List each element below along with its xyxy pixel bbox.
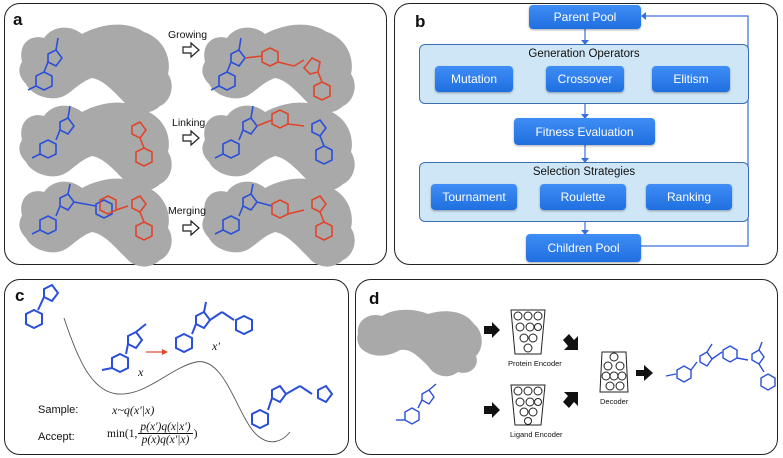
fragment	[311, 118, 333, 165]
ligand-molecule	[31, 105, 75, 159]
merged-fragment	[271, 194, 333, 241]
decoder-network	[599, 351, 629, 393]
accept-numerator: p(x')q(x|x')	[138, 421, 193, 434]
decoder-label: Decoder	[600, 397, 629, 406]
pocket-blob	[202, 178, 355, 267]
fitness-evaluation-box: Fitness Evaluation	[514, 118, 655, 145]
right-arrow-icon	[484, 402, 500, 418]
molecule-x	[101, 323, 147, 374]
step-label: Merging	[168, 205, 206, 217]
grown-fragment	[244, 47, 331, 101]
ligand-molecule	[31, 183, 113, 235]
energy-curve	[63, 317, 291, 443]
panel-b-letter: b	[415, 12, 426, 31]
protein-encoder-network	[510, 309, 546, 355]
right-arrow-icon	[182, 129, 200, 147]
right-arrow-icon	[182, 41, 200, 59]
accept-fraction: p(x')q(x|x') p(x)q(x'|x)	[138, 421, 193, 446]
output-molecule	[665, 341, 776, 391]
step-label: Linking	[172, 117, 205, 129]
right-arrow-icon	[146, 349, 168, 355]
x-label: x	[138, 365, 144, 379]
selection-strategies-title: Selection Strategies	[532, 166, 636, 178]
right-arrow-icon	[484, 322, 500, 338]
down-right-arrow-icon	[563, 334, 578, 350]
ligand-molecule	[210, 37, 246, 91]
sample-label: Sample:	[38, 404, 79, 416]
protein-pocket	[357, 309, 482, 377]
protein-encoder-label: Protein Encoder	[508, 359, 562, 368]
accept-label: Accept:	[38, 431, 75, 443]
tournament-box: Tournament	[431, 184, 517, 210]
ligand-encoder-label: Ligand Encoder	[510, 430, 563, 439]
panel-c-letter: c	[15, 286, 25, 305]
generation-operators-title: Generation Operators	[528, 48, 640, 60]
panel-a-letter: a	[13, 10, 23, 29]
panel-d-letter: d	[369, 289, 380, 308]
molecule-end	[251, 384, 334, 430]
pocket-blob	[202, 102, 355, 191]
ligand-molecule	[214, 183, 273, 235]
linker-fragment	[256, 109, 305, 129]
accept-suffix: )	[193, 427, 198, 440]
ligand-molecule	[27, 37, 63, 91]
pocket-blob	[19, 24, 172, 113]
panel-c: c	[4, 279, 349, 455]
elitism-box: Elitism	[652, 66, 730, 92]
roulette-box: Roulette	[540, 184, 626, 210]
molecule-x-prime	[175, 301, 253, 354]
crossover-box: Crossover	[546, 66, 624, 92]
step-label: Growing	[168, 29, 207, 41]
fragment	[131, 120, 153, 167]
accept-prefix: min(1,	[107, 427, 138, 440]
panel-d: d	[355, 279, 778, 455]
ranking-box: Ranking	[646, 184, 732, 210]
right-arrow-icon	[636, 365, 653, 381]
ligand-encoder-network	[510, 384, 546, 426]
accept-formula: min(1, p(x')q(x|x') p(x)q(x'|x) )	[107, 421, 197, 446]
right-arrow-icon	[182, 219, 200, 237]
up-right-arrow-icon	[563, 392, 578, 408]
x-prime-label: x'	[212, 339, 220, 353]
fragment	[99, 194, 153, 241]
sample-formula: x~q(x'|x)	[112, 403, 155, 417]
molecule-start	[25, 283, 60, 330]
ligand-molecule	[214, 105, 258, 159]
input-ligand	[396, 383, 437, 425]
parent-pool-box: Parent Pool	[529, 5, 641, 29]
accept-denominator: p(x)q(x'|x)	[141, 434, 190, 446]
pocket-blob	[19, 178, 172, 267]
children-pool-box: Children Pool	[526, 234, 641, 262]
mutation-box: Mutation	[435, 66, 513, 92]
pocket-blob	[202, 24, 355, 113]
